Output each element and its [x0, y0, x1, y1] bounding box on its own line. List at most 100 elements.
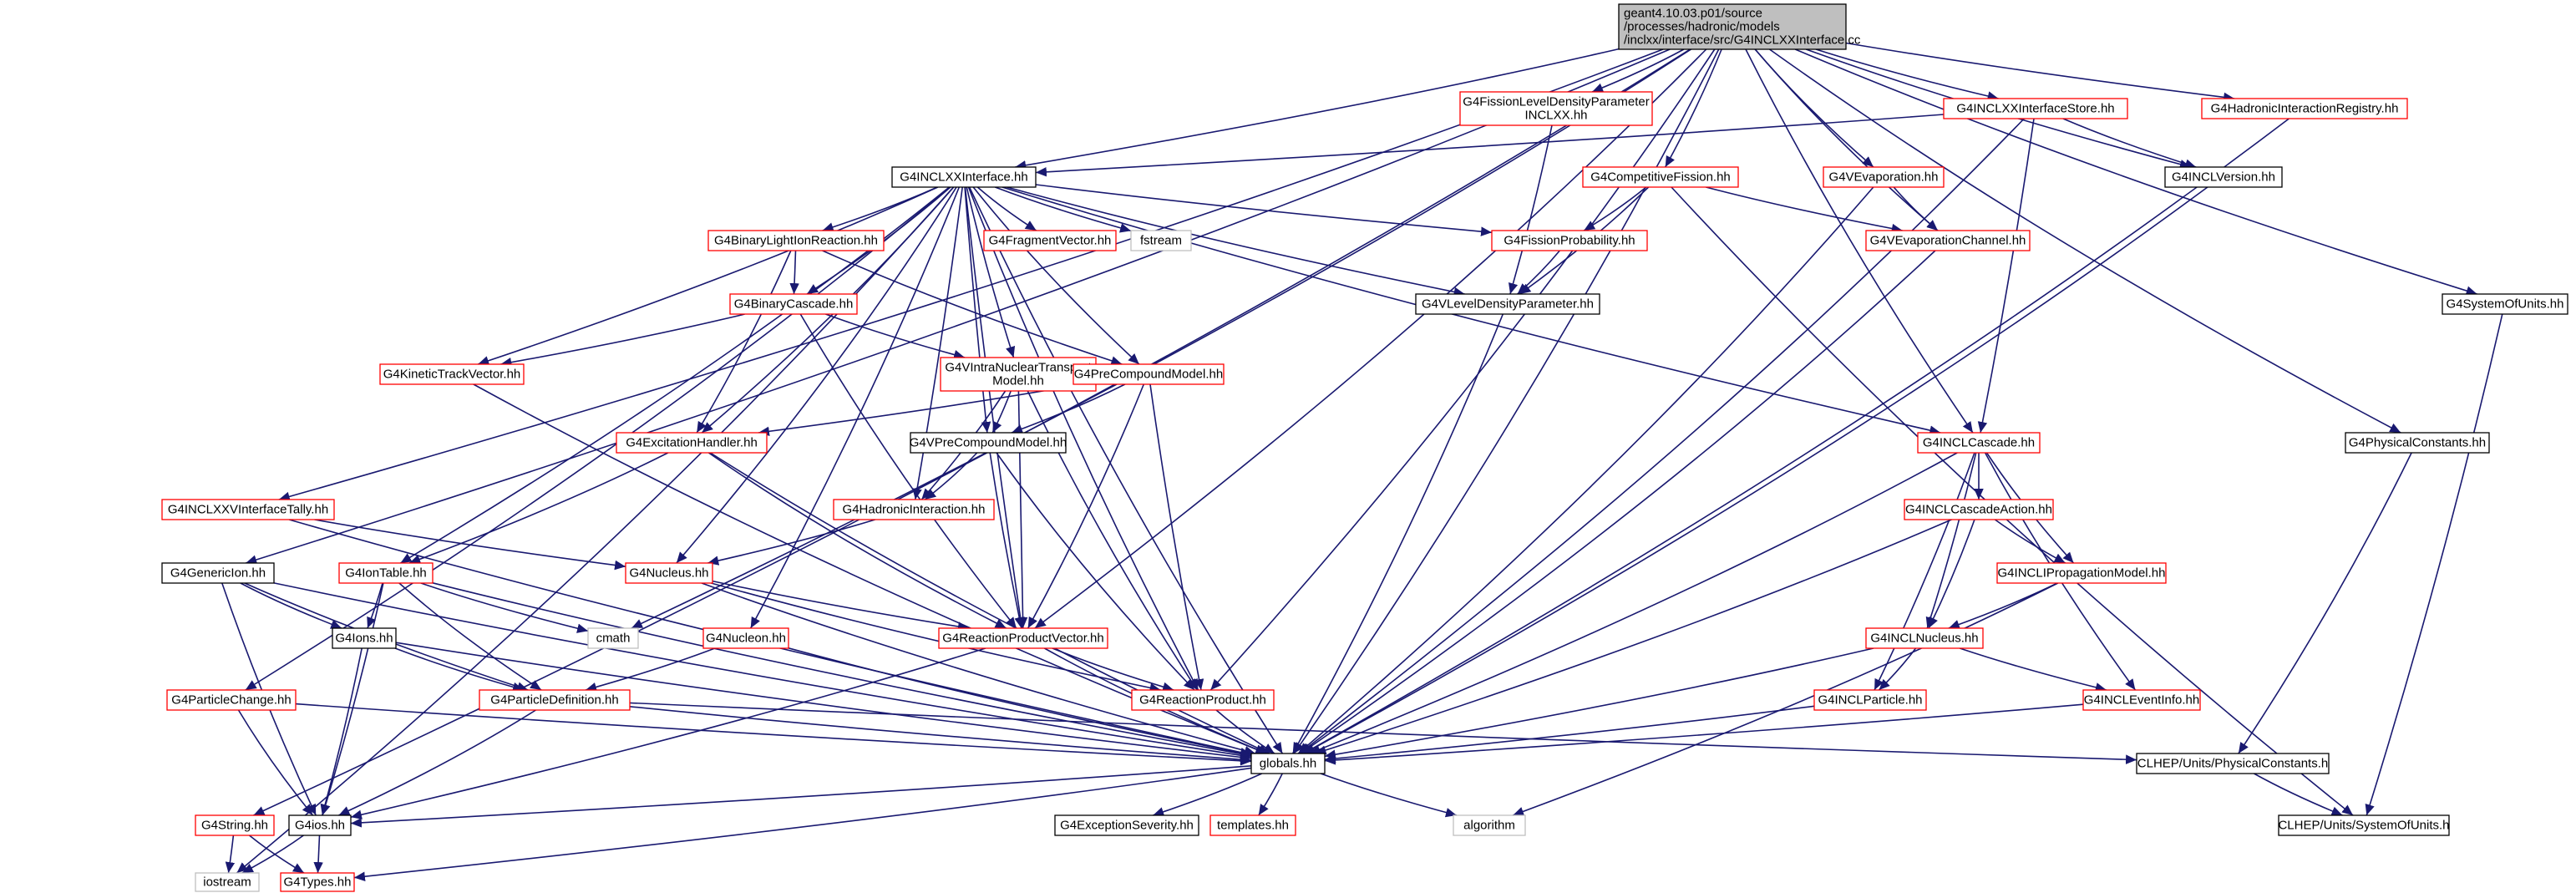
include-node[interactable]: G4INCLXXInterface.hh — [891, 166, 1037, 188]
node-label: algorithm — [1463, 819, 1515, 833]
dependency-edge — [350, 765, 1252, 828]
node-label: G4PhysicalConstants.hh — [2349, 436, 2486, 450]
node-label: G4VEvaporation.hh — [1829, 170, 1939, 185]
include-node[interactable]: CLHEP/Units/PhysicalConstants.h — [2136, 753, 2330, 774]
include-node[interactable]: G4VEvaporationChannel.hh — [1865, 230, 2031, 251]
node-label: G4Types.hh — [284, 875, 352, 890]
include-node[interactable]: G4HadronicInteractionRegistry.hh — [2201, 98, 2408, 119]
include-node[interactable]: G4BinaryLightIonReaction.hh — [707, 230, 885, 251]
include-node[interactable]: G4IonTable.hh — [338, 562, 434, 584]
include-node[interactable]: G4Nucleus.hh — [625, 562, 713, 584]
dependency-edge — [395, 642, 1252, 763]
include-node[interactable]: G4INCLParticle.hh — [1813, 689, 1927, 711]
include-node[interactable]: G4PreCompoundModel.hh — [1072, 363, 1225, 385]
include-node[interactable]: algorithm — [1453, 814, 1526, 836]
dependency-edge — [707, 452, 1007, 629]
node-box — [1130, 230, 1192, 251]
dependency-edge — [1745, 48, 1974, 434]
dependency-edge — [295, 703, 1252, 766]
include-node[interactable]: G4Types.hh — [280, 872, 355, 892]
include-node[interactable]: globals.hh — [1250, 753, 1326, 774]
include-node[interactable]: G4String.hh — [195, 814, 275, 836]
include-node[interactable]: cmath — [587, 627, 639, 649]
node-label: G4Nucleus.hh — [629, 566, 708, 581]
node-label: CLHEP/Units/SystemOfUnits.h — [2278, 819, 2449, 833]
node-label: cmath — [596, 632, 631, 646]
dependency-edge — [749, 186, 961, 629]
include-node[interactable]: G4KineticTrackVector.hh — [379, 363, 525, 385]
node-label: G4Ions.hh — [335, 632, 393, 646]
node-box — [2442, 293, 2568, 315]
include-node[interactable]: fstream — [1130, 230, 1192, 251]
dependency-edge — [1324, 703, 2084, 765]
include-node[interactable]: G4INCLCascade.hh — [1917, 432, 2041, 454]
include-node[interactable]: iostream — [195, 872, 260, 892]
node-box — [161, 499, 335, 520]
include-node[interactable]: G4ParticleChange.hh — [166, 689, 297, 711]
node-label: G4ios.hh — [295, 819, 345, 833]
include-node[interactable]: G4ExceptionSeverity.hh — [1054, 814, 1199, 836]
root-file-node[interactable]: geant4.10.03.p01/source/processes/hadron… — [1618, 3, 1861, 50]
include-node[interactable]: G4PhysicalConstants.hh — [2345, 432, 2490, 454]
include-node[interactable]: G4INCLEventInfo.hh — [2082, 689, 2201, 711]
node-label: G4PreCompoundModel.hh — [1074, 368, 1223, 382]
node-box — [338, 562, 434, 584]
include-node[interactable]: G4INCLIPropagationModel.hh — [1996, 562, 2167, 584]
dependency-edge — [968, 186, 1284, 754]
dependency-edge — [237, 709, 314, 816]
node-box — [2278, 814, 2450, 836]
dependency-edge — [1874, 452, 1975, 691]
node-label: G4INCLEventInfo.hh — [2084, 693, 2199, 708]
include-node[interactable]: G4HadronicInteraction.hh — [833, 499, 995, 520]
node-box — [891, 166, 1037, 188]
node-box — [1917, 432, 2041, 454]
node-label: /processes/hadronic/models — [1624, 20, 1780, 34]
dependency-edge — [1324, 647, 1874, 759]
dependency-edge — [976, 186, 1037, 231]
node-box — [2136, 753, 2330, 774]
dependency-edge — [1027, 383, 1145, 629]
include-node[interactable]: G4CompetitiveFission.hh — [1582, 166, 1739, 188]
include-node[interactable]: G4VLevelDensityParameter.hh — [1415, 293, 1600, 315]
include-node[interactable]: G4SystemOfUnits.hh — [2442, 293, 2568, 315]
include-node[interactable]: G4Nucleon.hh — [702, 627, 789, 649]
node-label: CLHEP/Units/PhysicalConstants.h — [2137, 757, 2328, 771]
include-node[interactable]: G4GenericIon.hh — [161, 562, 275, 584]
include-node[interactable]: G4INCLXXInterfaceStore.hh — [1943, 98, 2128, 119]
include-node[interactable]: G4FragmentVector.hh — [983, 230, 1117, 251]
include-node[interactable]: G4INCLCascadeAction.hh — [1904, 499, 2054, 520]
node-label: G4VEvaporationChannel.hh — [1870, 234, 2026, 248]
include-node[interactable]: templates.hh — [1209, 814, 1296, 836]
include-node[interactable]: G4ExcitationHandler.hh — [616, 432, 768, 454]
node-label: geant4.10.03.p01/source — [1624, 7, 1762, 21]
dependency-edge — [1815, 48, 1999, 101]
node-label: globals.hh — [1260, 757, 1316, 771]
dependency-edge — [245, 186, 951, 691]
include-node[interactable]: G4FissionProbability.hh — [1491, 230, 1648, 251]
dependency-edge — [1027, 390, 1198, 691]
dependency-edge — [1583, 186, 1647, 231]
include-node[interactable]: CLHEP/Units/SystemOfUnits.h — [2278, 814, 2450, 836]
dependency-edge — [1015, 48, 1620, 170]
include-node[interactable]: G4INCLXXVInterfaceTally.hh — [161, 499, 335, 520]
include-node[interactable]: G4INCLVersion.hh — [2164, 166, 2283, 188]
node-label: G4INCLVersion.hh — [2172, 170, 2275, 185]
dependency-edge — [912, 186, 963, 500]
include-node[interactable]: G4ios.hh — [288, 814, 352, 836]
include-node[interactable]: G4VEvaporation.hh — [1823, 166, 1945, 188]
dependency-edge — [1878, 647, 1917, 691]
include-node[interactable]: G4VPreCompoundModel.hh — [910, 432, 1067, 454]
node-box — [616, 432, 768, 454]
include-node[interactable]: G4Ions.hh — [332, 627, 397, 649]
include-node[interactable]: G4ReactionProduct.hh — [1131, 689, 1275, 711]
dependency-edge — [1011, 383, 1126, 434]
include-node[interactable]: G4BinaryCascade.hh — [729, 293, 858, 315]
include-node[interactable]: G4ParticleDefinition.hh — [479, 689, 631, 711]
dependency-edge — [822, 250, 1123, 366]
dependency-edge — [314, 519, 626, 571]
include-node[interactable]: G4INCLNucleus.hh — [1865, 627, 1984, 649]
include-node[interactable]: G4ReactionProductVector.hh — [938, 627, 1108, 649]
dependency-edge — [631, 48, 1692, 629]
